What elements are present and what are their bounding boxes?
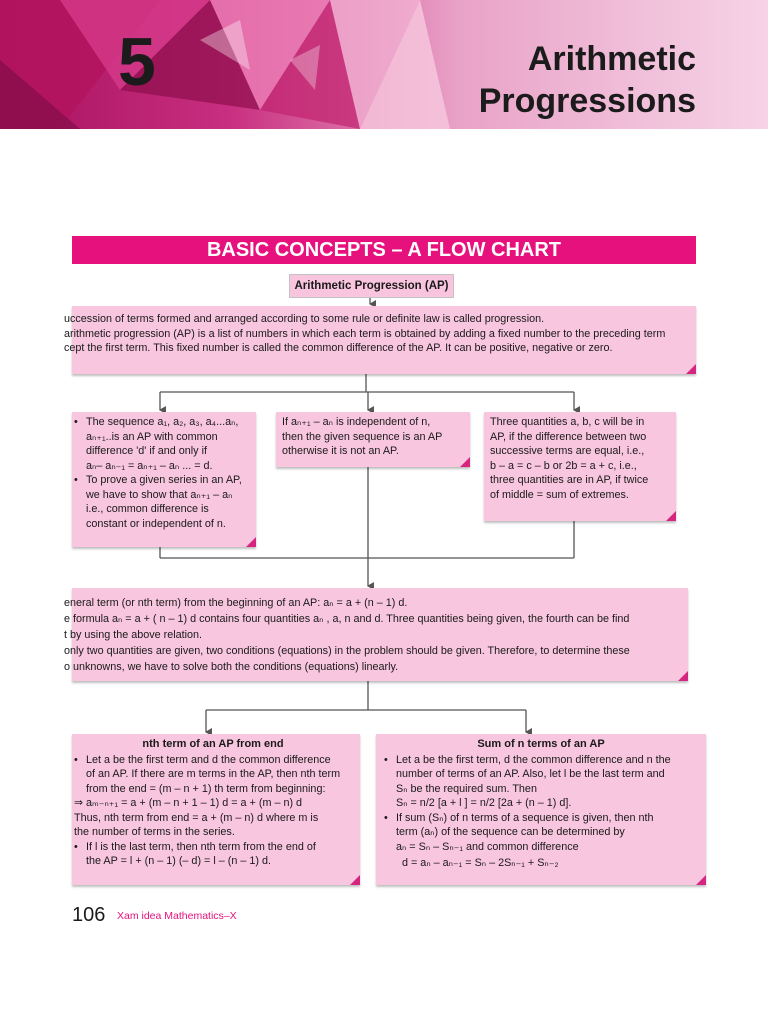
bullet-item: Let a be the first term, d the common di… [382,753,700,811]
chapter-number: 5 [118,24,156,100]
sequence-box: The sequence a₁, a₂, a₃, a₄...aₙ, aₙ₊₁..… [72,412,256,547]
ap-title-pill: Arithmetic Progression (AP) [289,274,454,298]
general-term-box: eneral term (or nth term) from the begin… [64,588,688,681]
text-line: the number of terms in the series. [74,826,235,838]
text-line: of middle = sum of extremes. [490,488,629,501]
corner-fold [350,875,360,885]
text-line: t by using the above relation. [64,629,203,641]
definition-box: uccession of terms formed and arranged a… [64,306,696,374]
box-heading: Sum of n terms of an AP [477,738,605,750]
text-line: successive terms are equal, i.e., [490,445,645,457]
text-line: difference 'd' if and only if [86,445,207,457]
text-line: Let a be the first term and d the common… [86,753,331,766]
text-line: three quantities are in AP, if twice [490,474,649,486]
text-line: of an AP. If there are m terms in the AP… [86,768,341,780]
sum-of-n-terms-box: Sum of n terms of an AP Let a be the fir… [376,734,706,885]
text-line: aₙ– aₙ₋₁ = aₙ₊₁ – aₙ ... = d. [86,459,213,472]
page-number: 106 [72,904,106,926]
definition-line: arithmetic progression (AP) is a list of… [64,327,666,340]
chapter-title-line-1: Arithmetic [527,40,696,78]
text-line: i.e., common difference is [86,503,209,515]
text-line: only two quantities are given, two condi… [64,645,630,657]
corner-fold [246,537,256,547]
text-line: Three quantities a, b, c will be in [490,416,645,428]
text-line: Let a be the first term, d the common di… [396,753,671,766]
bullet-item: Let a be the first term and d the common… [72,753,354,797]
corner-fold [686,364,696,374]
text-line: from the end = (m – n + 1) th term from … [86,782,326,795]
text-line: b – a = c – b or 2b = a + c, i.e., [490,459,637,472]
text-line: o unknowns, we have to solve both the co… [64,661,399,673]
text-line: To prove a given series in an AP, [86,474,242,486]
definition-line: uccession of terms formed and arranged a… [64,313,545,325]
section-title: BASIC CONCEPTS – A FLOW CHART [72,236,696,264]
text-line: AP, if the difference between two [490,430,647,443]
text-line: If sum (Sₙ) of n terms of a sequence is … [396,811,654,824]
text-line: aₙ = Sₙ – Sₙ₋₁ and common difference [396,840,579,853]
banner-triangle-pattern [0,0,450,129]
bullet-item: If l is the last term, then nth term fro… [72,840,354,869]
text-line: aₙ₊₁..is an AP with common [86,430,218,443]
corner-fold [460,457,470,467]
corner-fold [678,671,688,681]
text-line: constant or independent of n. [86,517,226,530]
bullet-item: To prove a given series in an AP, we hav… [72,473,250,531]
text-line: eneral term (or nth term) from the begin… [64,597,408,609]
nth-term-from-end-box: nth term of an AP from end Let a be the … [72,734,360,885]
text-line: otherwise it is not an AP. [282,445,399,457]
text-line: Sₙ = n/2 [a + l ] = n/2 [2a + (n – 1) d]… [396,797,572,809]
text-line: d = aₙ – aₙ₋₁ = Sₙ – 2Sₙ₋₁ + Sₙ₋₂ [402,857,559,869]
text-line: we have to show that aₙ₊₁ – aₙ [86,488,233,501]
independent-condition-box: If aₙ₊₁ – aₙ is independent of n, then t… [276,412,470,467]
text-line: the AP = l + (n – 1) (– d) = l – (n – 1)… [86,855,271,867]
text-line: If aₙ₊₁ – aₙ is independent of n, [282,416,431,428]
bullet-item: The sequence a₁, a₂, a₃, a₄...aₙ, aₙ₊₁..… [72,415,250,473]
definition-line: cept the first term. This fixed number i… [64,342,613,354]
text-line: ⇒ aₘ₋ₙ₊₁ = a + (m – n + 1 – 1) d = a + (… [74,797,303,809]
text-line: term (aₙ) of the sequence can be determi… [396,826,625,838]
text-line: Sₙ be the required sum. Then [396,782,537,795]
book-name: Xam idea Mathematics–X [117,910,237,922]
chapter-title-line-2: Progressions [478,82,696,120]
box-heading: nth term of an AP from end [142,738,284,750]
text-line: number of terms of an AP. Also, let l be… [396,768,665,780]
text-line: then the given sequence is an AP [282,430,443,443]
corner-fold [666,511,676,521]
bullet-item: If sum (Sₙ) of n terms of a sequence is … [382,811,700,855]
three-quantities-box: Three quantities a, b, c will be in AP, … [484,412,676,521]
chapter-banner: 5 Arithmetic Progressions [0,0,768,129]
corner-fold [696,875,706,885]
text-line: e formula aₙ = a + ( n – 1) d contains f… [64,613,630,625]
text-line: Thus, nth term from end = a + (m – n) d … [74,811,319,824]
text-line: The sequence a₁, a₂, a₃, a₄...aₙ, [86,416,239,428]
text-line: If l is the last term, then nth term fro… [86,840,316,853]
chapter-title: Arithmetic Progressions [479,38,696,122]
